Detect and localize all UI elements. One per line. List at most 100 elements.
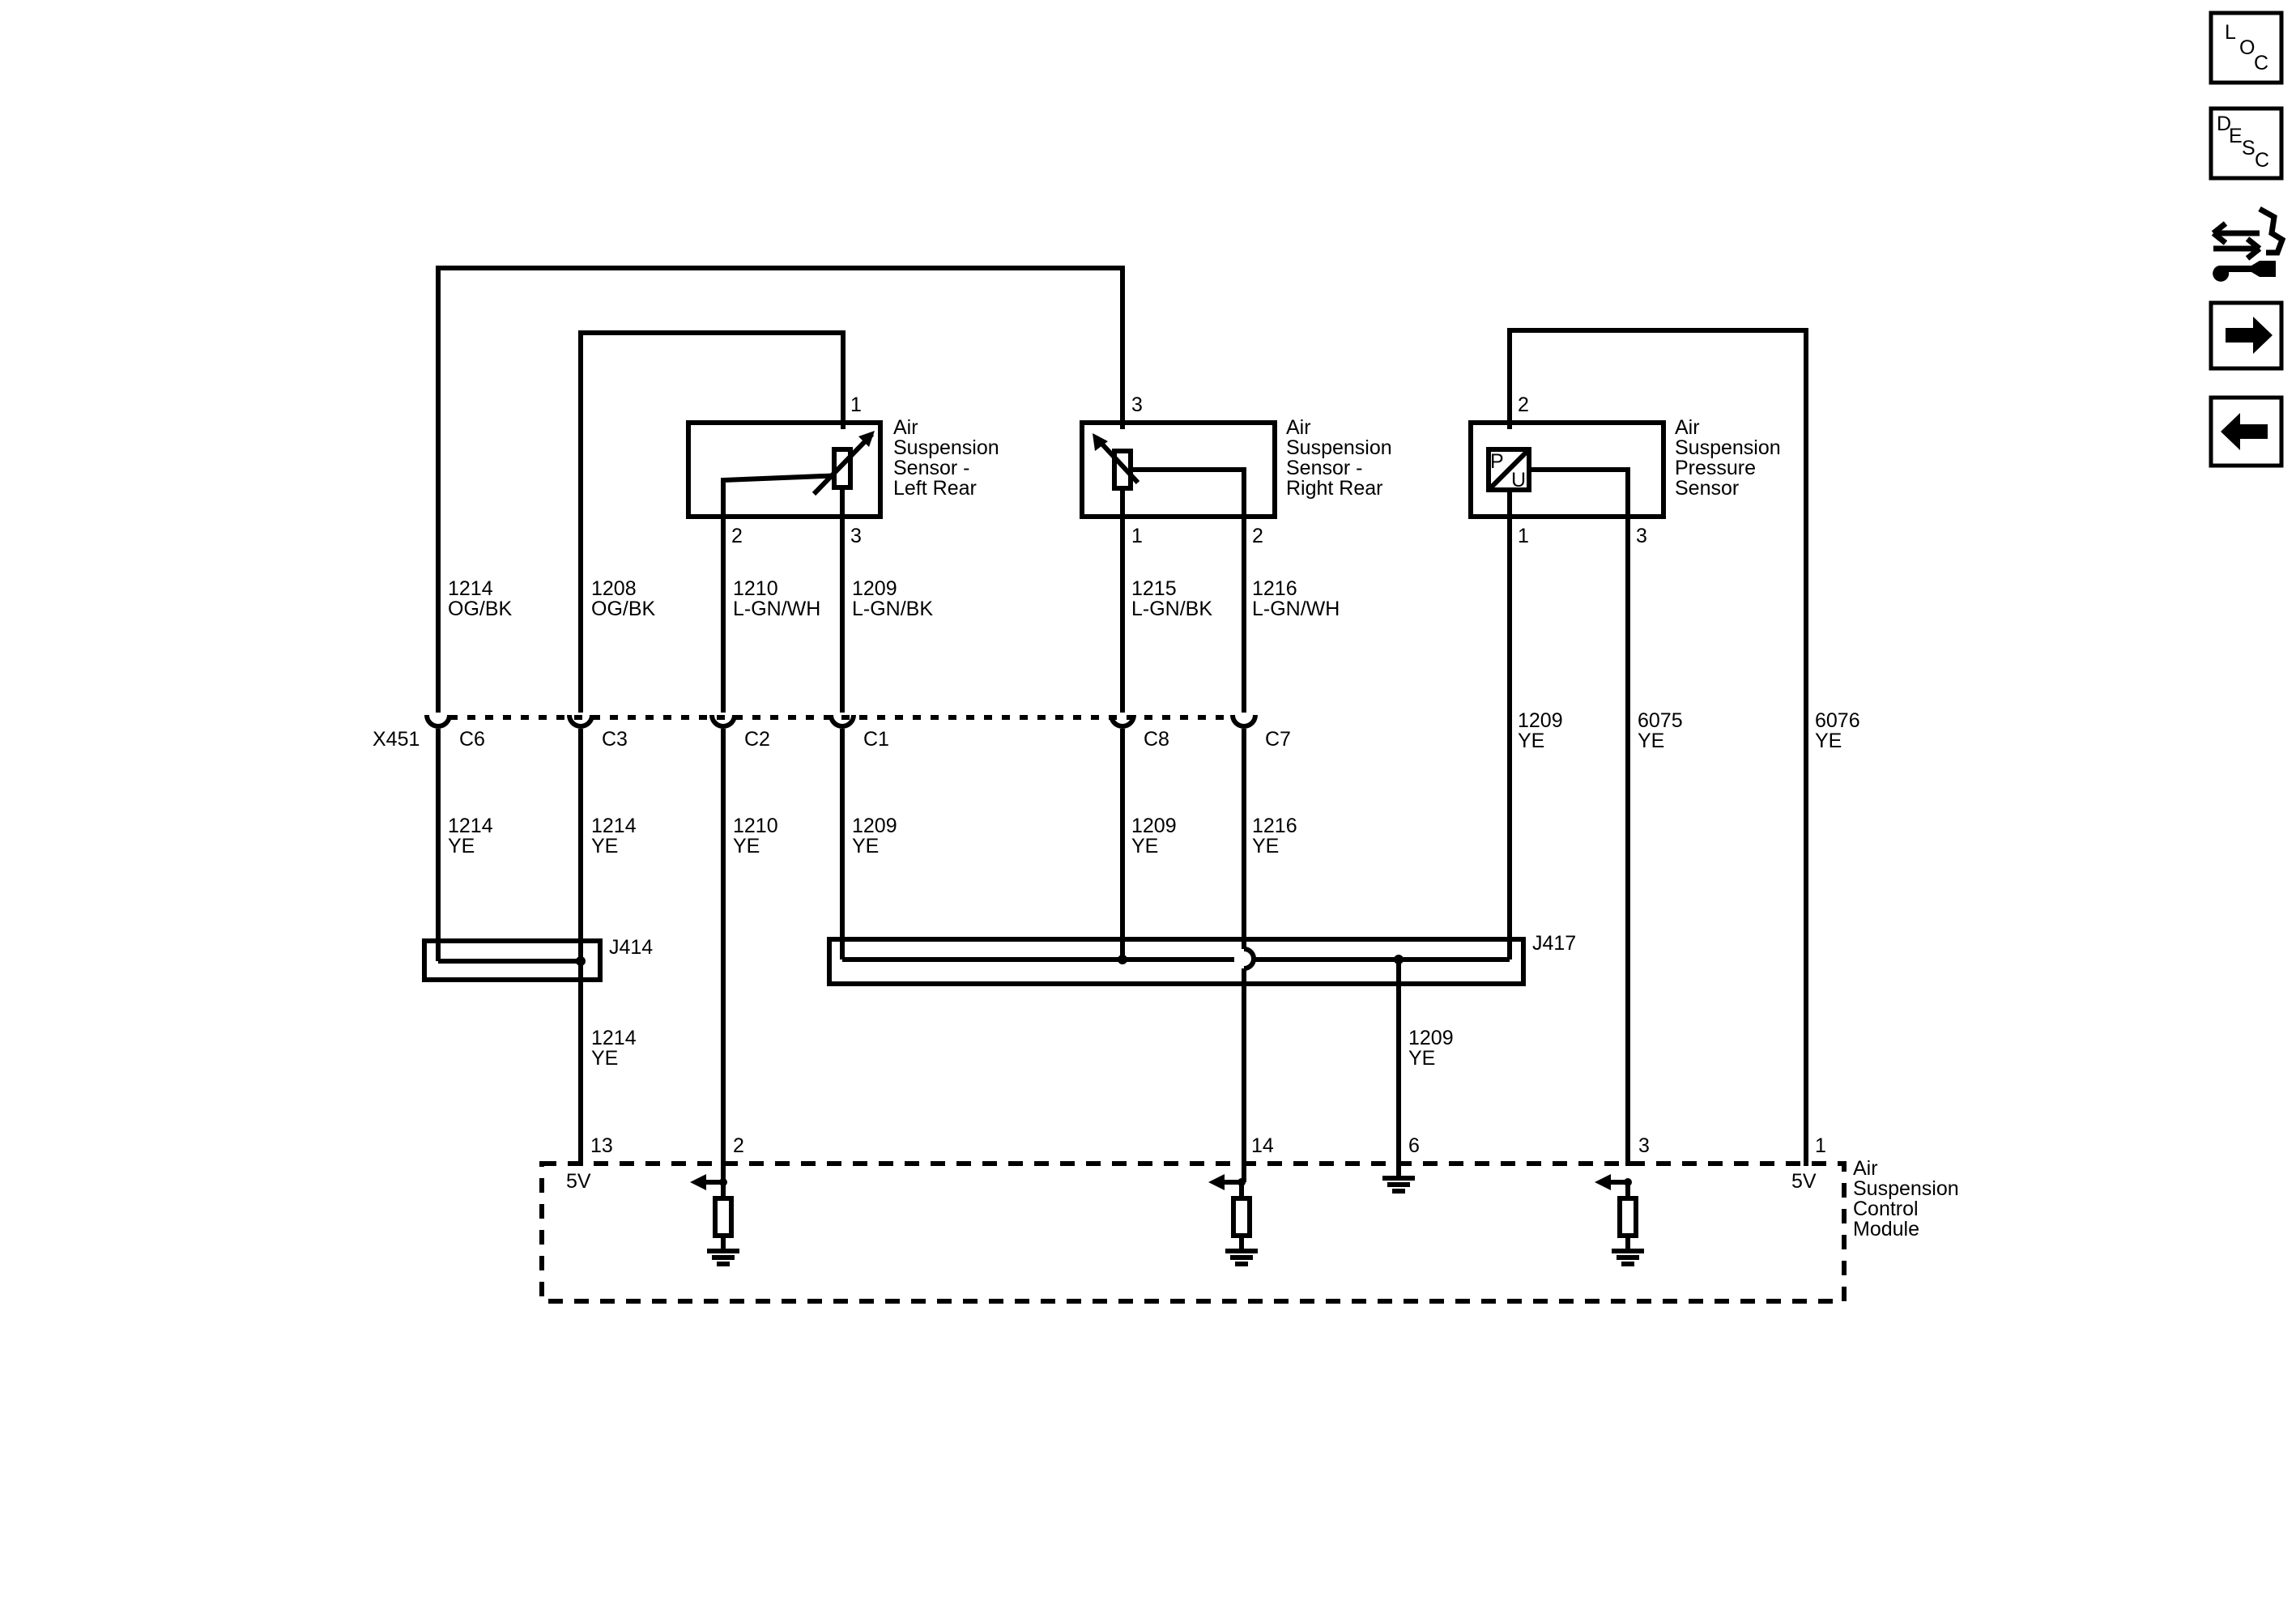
- location-icon-letter-3: C: [2254, 52, 2268, 74]
- label-wire-1214-upper: 1214 OG/BK: [448, 577, 513, 620]
- module-5v-left: 5V: [566, 1170, 591, 1193]
- label-wire-1209-upper: 1209 L-GN/BK: [852, 577, 933, 620]
- module-pin-13: 13: [590, 1134, 613, 1157]
- label-wire-lower-d: 1209 YE: [852, 815, 897, 857]
- module-pin-14: 14: [1251, 1134, 1274, 1157]
- left-rear-pin-a: 2: [731, 525, 743, 547]
- svg-text:1209: 1209: [1518, 709, 1563, 732]
- svg-text:YE: YE: [1815, 730, 1842, 752]
- description-icon-letter-1: D: [2217, 113, 2231, 135]
- svg-text:OG/BK: OG/BK: [591, 598, 656, 620]
- pulldown-pin14: [1208, 1174, 1258, 1266]
- pulldown-pin2: [690, 1174, 739, 1266]
- svg-text:YE: YE: [1131, 835, 1158, 857]
- right-rear-arrowhead: [1093, 433, 1108, 451]
- wire-1214-upper: [436, 266, 1125, 713]
- svg-text:YE: YE: [1252, 835, 1279, 857]
- module-pin-1: 1: [1815, 1134, 1826, 1157]
- svg-text:1210: 1210: [733, 577, 778, 600]
- svg-text:L-GN/BK: L-GN/BK: [852, 598, 933, 620]
- label-wire-6075: 6075 YE: [1638, 709, 1683, 752]
- label-wire-1215-upper: 1215 L-GN/BK: [1131, 577, 1212, 620]
- svg-text:1216: 1216: [1252, 815, 1297, 837]
- previous-button[interactable]: [2209, 395, 2284, 468]
- svg-text:L-GN/BK: L-GN/BK: [1131, 598, 1212, 620]
- svg-text:Left Rear: Left Rear: [893, 477, 977, 500]
- pressure-symbol-p: P: [1490, 450, 1504, 473]
- svg-text:Control: Control: [1853, 1198, 1919, 1220]
- svg-text:1214: 1214: [448, 577, 493, 600]
- description-icon-letter-3: S: [2242, 137, 2256, 160]
- location-button[interactable]: L O C: [2209, 11, 2284, 85]
- right-rear-pin-a: 1: [1131, 525, 1143, 547]
- pressure-sensor-box: [1468, 420, 1666, 519]
- label-wire-lower-e: 1209 YE: [1131, 815, 1177, 857]
- left-rear-pin-top: 1: [850, 394, 862, 416]
- wire-1210-upper: [721, 473, 843, 713]
- svg-text:Pressure: Pressure: [1675, 457, 1756, 479]
- next-button[interactable]: [2209, 300, 2284, 371]
- svg-text:Air: Air: [1675, 416, 1700, 439]
- right-rear-pin-top: 3: [1131, 394, 1143, 416]
- svg-text:Right Rear: Right Rear: [1286, 477, 1383, 500]
- module-5v-right: 5V: [1791, 1170, 1817, 1193]
- svg-text:Sensor -: Sensor -: [893, 457, 969, 479]
- wire-pressure-top: [1507, 328, 1808, 1166]
- location-icon-letter-1: L: [2225, 21, 2236, 44]
- left-rear-pin-b: 3: [850, 525, 862, 547]
- control-module-box: [539, 1161, 1847, 1304]
- connector-pin-c7: C7: [1265, 728, 1291, 751]
- svg-text:YE: YE: [733, 835, 760, 857]
- label-wire-bottom-a: 1214 YE: [591, 1027, 637, 1070]
- connector-wrench-icon: [2211, 206, 2286, 282]
- description-button[interactable]: D E S C: [2209, 106, 2284, 181]
- ground-pin6: [1382, 1176, 1415, 1194]
- control-module-label: Air Suspension Control Module: [1853, 1157, 1959, 1240]
- label-wire-1209-pressure: 1209 YE: [1518, 709, 1563, 752]
- svg-text:1208: 1208: [591, 577, 637, 600]
- description-icon-letter-2: E: [2229, 125, 2243, 147]
- connector-pin-c6: C6: [459, 728, 485, 751]
- svg-text:YE: YE: [1638, 730, 1664, 752]
- module-pin-2: 2: [733, 1134, 744, 1157]
- connector-repair-button[interactable]: [2211, 206, 2286, 282]
- label-wire-1216-upper: 1216 L-GN/WH: [1252, 577, 1340, 620]
- svg-text:YE: YE: [448, 835, 475, 857]
- svg-text:6075: 6075: [1638, 709, 1683, 732]
- svg-text:YE: YE: [591, 835, 618, 857]
- svg-text:Suspension: Suspension: [1675, 436, 1781, 459]
- splice-j417-label: J417: [1532, 932, 1576, 955]
- svg-text:Sensor: Sensor: [1675, 477, 1739, 500]
- pressure-pin-a: 1: [1518, 525, 1529, 547]
- splice-j417-node-a: [1118, 955, 1127, 964]
- connector-pin-c1: C1: [863, 728, 889, 751]
- right-rear-pin-b: 2: [1252, 525, 1263, 547]
- svg-text:Module: Module: [1853, 1218, 1919, 1240]
- svg-text:1214: 1214: [448, 815, 493, 837]
- svg-text:1214: 1214: [591, 815, 637, 837]
- svg-text:6076: 6076: [1815, 709, 1860, 732]
- label-wire-6076: 6076 YE: [1815, 709, 1860, 752]
- svg-text:YE: YE: [852, 835, 879, 857]
- connector-pin-c2: C2: [744, 728, 770, 751]
- svg-text:1214: 1214: [591, 1027, 637, 1049]
- svg-text:1209: 1209: [852, 577, 897, 600]
- label-wire-lower-a: 1214 YE: [448, 815, 493, 857]
- svg-text:Suspension: Suspension: [1853, 1177, 1959, 1200]
- svg-text:Sensor -: Sensor -: [1286, 457, 1362, 479]
- wire-1216-upper: [1122, 467, 1246, 713]
- svg-text:1209: 1209: [852, 815, 897, 837]
- svg-text:1210: 1210: [733, 815, 778, 837]
- svg-text:YE: YE: [1518, 730, 1544, 752]
- module-pin-6: 6: [1408, 1134, 1420, 1157]
- svg-text:L-GN/WH: L-GN/WH: [733, 598, 820, 620]
- right-rear-sensor-box: [1080, 420, 1277, 519]
- label-wire-lower-b: 1214 YE: [591, 815, 637, 857]
- svg-text:1209: 1209: [1408, 1027, 1454, 1049]
- svg-text:Air: Air: [893, 416, 918, 439]
- label-wire-lower-c: 1210 YE: [733, 815, 778, 857]
- left-rear-sensor-box: [686, 420, 883, 519]
- location-icon-letter-2: O: [2239, 36, 2255, 59]
- left-rear-sensor-label: Air Suspension Sensor - Left Rear: [893, 416, 999, 500]
- connector-pin-c8: C8: [1144, 728, 1169, 751]
